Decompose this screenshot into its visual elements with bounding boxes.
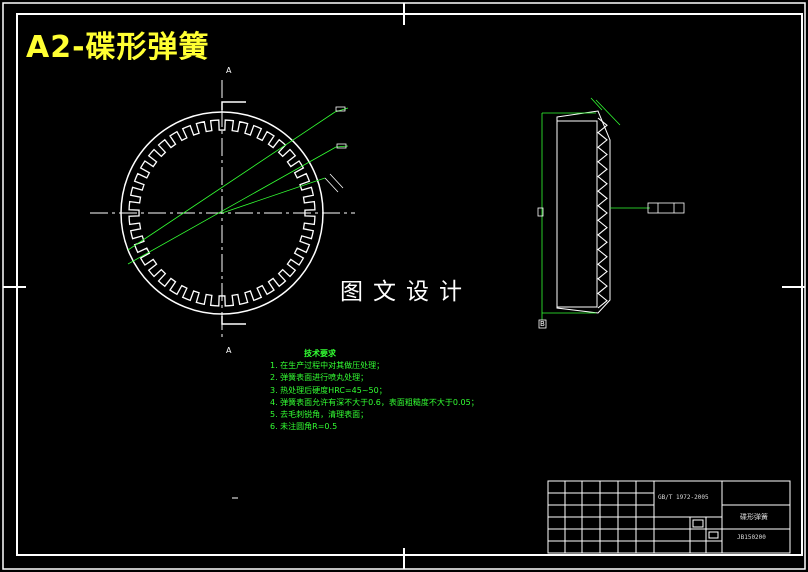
inner-border [16,13,803,556]
title-block-standard: GB/T 1972-2005 [658,494,709,501]
datum-label-side: B [540,320,545,328]
tolerance-frame [647,202,685,214]
technical-requirements: 技术要求 1. 在生产过程中对其做压处理； 2. 弹簧表面进行喷丸处理； 3. … [270,348,479,433]
drawing-title: A2-碟形弹簧 [26,30,210,65]
title-block [547,480,791,554]
technical-requirements-heading: 技术要求 [304,349,336,358]
leader-symbols [324,106,347,193]
center-marks [3,3,805,569]
watermark-text: 图文设计 [340,279,472,305]
section-label-top: A [226,66,232,75]
section-cut-marks [221,101,246,325]
side-teeth-profile [597,117,608,309]
disc-spring-side-view [537,97,685,329]
disc-spring-front-view [90,80,355,340]
requirement-item: 5. 去毛刺锐角，清理表面； [270,410,369,420]
slotted-inner-edge [128,119,316,307]
requirement-item: 6. 未注圆角R=0.5 [270,422,338,432]
side-body [556,120,598,308]
leader-lines [127,107,349,265]
section-label-bottom: A [226,346,232,355]
requirement-item: 2. 弹簧表面进行喷丸处理； [270,373,369,383]
requirement-item: 3. 热处理后硬度HRC=45~50； [270,385,387,395]
side-outline-outer [556,110,611,314]
requirement-item: 1. 在生产过程中对其做压处理； [270,361,385,371]
title-block-part-name: 碟形弹簧 [740,513,768,521]
side-dimensions [541,97,650,320]
datum-box-bottom [538,319,547,329]
title-block-drawing-number: JB150200 [737,534,766,541]
requirement-item: 4. 弹簧表面允许有深不大于0.6，表面粗糙度不大于0.05； [270,397,479,407]
